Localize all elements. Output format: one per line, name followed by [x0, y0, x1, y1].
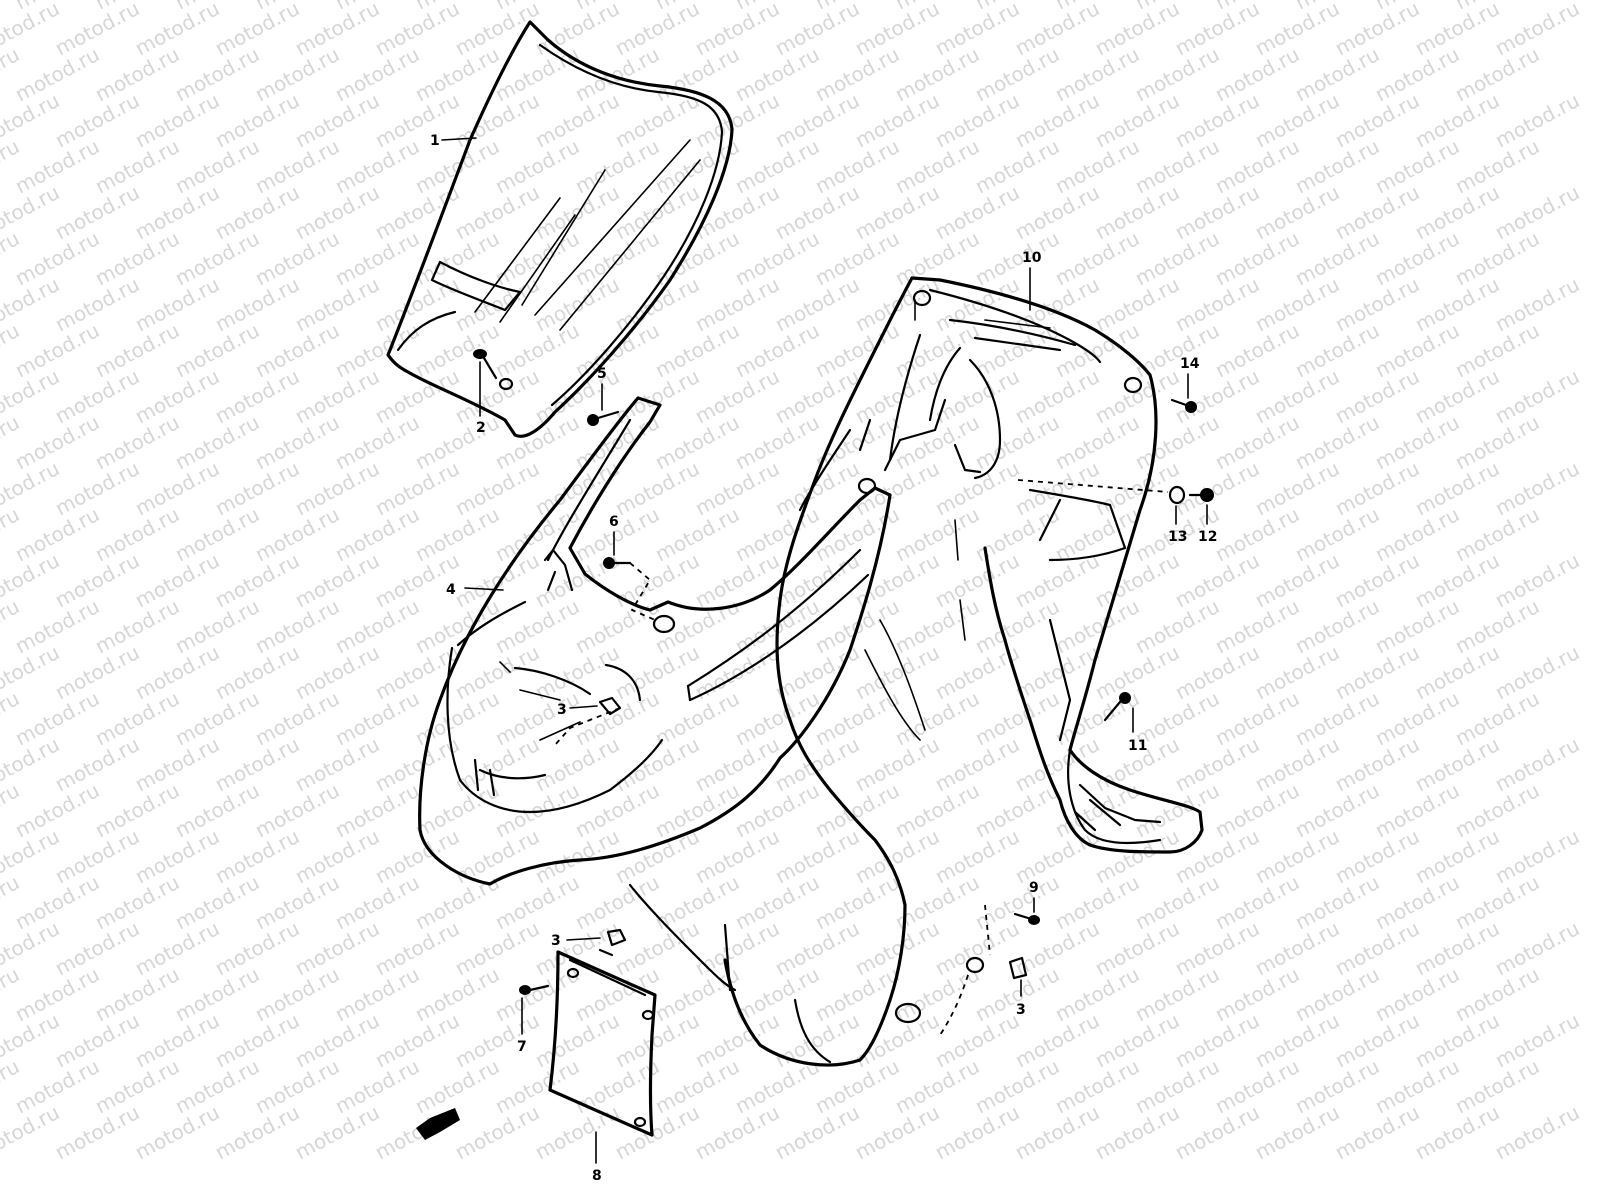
part-label-13: 13 [1168, 529, 1187, 545]
part-label-11: 11 [1128, 738, 1147, 754]
screw-2 [473, 349, 514, 391]
part-label-10: 10 [1022, 250, 1042, 266]
part-label-5: 5 [597, 366, 607, 382]
part-label-3a: 3 [557, 702, 567, 718]
watermark-text: motod.ru [131, 0, 223, 60]
leader-lines [441, 137, 1208, 1164]
watermark-layer: motod.rumotod.rumotod.rumotod.rumotod.ru… [0, 0, 1583, 1164]
watermark-text: motod.ru [1491, 640, 1583, 704]
watermark-text: motod.ru [1091, 0, 1183, 60]
watermark-text: motod.ru [291, 0, 383, 60]
watermark-text: motod.ru [371, 0, 463, 60]
watermark-text: motod.ru [1491, 548, 1583, 612]
watermark-text: motod.ru [851, 0, 943, 60]
inner-front-panel [418, 396, 892, 886]
watermark-text: motod.ru [1491, 1100, 1583, 1164]
watermark-text: motod.ru [1491, 456, 1583, 520]
part-label-3c: 3 [1016, 1002, 1026, 1018]
part-labels: 1 2 3 3 3 4 5 6 7 8 9 10 11 12 13 14 [430, 133, 1217, 1184]
watermark-text: motod.ru [691, 0, 783, 60]
watermark-text: motod.ru [1251, 0, 1343, 60]
part-label-8: 8 [592, 1168, 602, 1184]
watermark-text: motod.ru [1411, 0, 1503, 60]
part-label-14: 14 [1180, 356, 1200, 372]
lower-fender [628, 883, 832, 1064]
part-label-1: 1 [430, 133, 440, 149]
watermark-text: motod.ru [1331, 0, 1423, 60]
watermark-text: motod.ru [1491, 916, 1583, 980]
watermark-text: motod.ru [211, 0, 303, 60]
watermark-text: motod.ru [611, 0, 703, 60]
watermark-text: motod.ru [1491, 364, 1583, 428]
part-label-3b: 3 [551, 933, 561, 949]
part-label-2: 2 [476, 420, 486, 436]
watermark-text: motod.ru [531, 0, 623, 60]
watermark-text: motod.ru [1491, 88, 1583, 152]
part-label-4: 4 [446, 582, 456, 598]
watermark-text: motod.ru [1491, 732, 1583, 796]
front-direction-arrow-icon [416, 1108, 460, 1140]
leg-shield [723, 276, 1204, 1067]
watermark-text: motod.ru [1491, 180, 1583, 244]
part-label-7: 7 [517, 1039, 527, 1055]
watermark-text: motod.ru [1011, 0, 1103, 60]
watermark-text: motod.ru [1491, 272, 1583, 336]
watermark-text: motod.ru [771, 0, 863, 60]
watermark-text: motod.ru [1171, 0, 1263, 60]
watermark-text: motod.ru [1491, 824, 1583, 888]
watermark-text: motod.ru [451, 0, 543, 60]
watermark-text: motod.ru [931, 0, 1023, 60]
windscreen [386, 20, 734, 438]
part-label-9: 9 [1029, 880, 1039, 896]
watermark-text: motod.ru [51, 0, 143, 60]
part-label-12: 12 [1198, 529, 1217, 545]
part-label-6: 6 [609, 514, 619, 530]
watermark-text: motod.ru [1491, 0, 1583, 60]
fasteners [519, 398, 1214, 1036]
inner-cover [548, 950, 657, 1137]
watermark-text: motod.ru [1491, 1008, 1583, 1072]
